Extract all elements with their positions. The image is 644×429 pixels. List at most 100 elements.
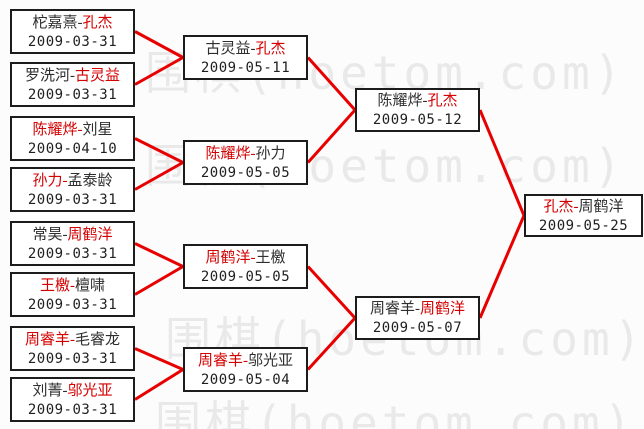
player-name: 孙力	[255, 145, 286, 162]
connector-line	[478, 214, 526, 319]
player-name: 周睿羊	[369, 301, 415, 317]
player-name: 陈耀烨	[205, 145, 251, 162]
name-separator: -	[70, 277, 75, 294]
player-name: 孔杰	[82, 14, 113, 31]
player-name: 周睿羊	[24, 331, 70, 348]
connector-line	[134, 265, 184, 296]
match-players: 孔杰-周鹤洋	[543, 197, 623, 217]
name-separator: -	[243, 352, 248, 369]
match-players: 周睿羊-毛睿龙	[25, 330, 120, 350]
connector-line	[134, 30, 184, 59]
player-name: 孔杰	[427, 93, 458, 109]
match-date: 2009-03-31	[27, 191, 118, 208]
match-players: 陈耀烨-孔杰	[377, 91, 457, 111]
name-separator: -	[250, 249, 256, 266]
player-name: 常昊	[32, 226, 63, 243]
match-date: 2009-03-31	[27, 245, 118, 262]
match-date: 2009-05-04	[200, 371, 291, 388]
connector-line	[134, 56, 184, 86]
player-name: 周鹤洋	[205, 249, 251, 266]
match-date: 2009-03-31	[27, 350, 118, 367]
player-name: 王檄	[255, 249, 286, 266]
connector-line	[134, 368, 184, 401]
name-separator: -	[573, 198, 579, 215]
match-players: 陈耀烨-孙力	[205, 144, 285, 164]
match-players: 柁嘉熹-孔杰	[32, 13, 112, 33]
match-players: 常昊-周鹤洋	[32, 225, 112, 245]
match-date: 2009-03-31	[27, 401, 118, 418]
player-name: 毛睿龙	[75, 331, 121, 348]
connector-line	[306, 56, 357, 112]
player-name: 孔杰	[543, 198, 574, 215]
connector-line	[134, 347, 184, 371]
player-name: 邬光亚	[248, 352, 294, 369]
player-name: 罗洗河	[24, 67, 70, 84]
match-players: 古灵益-孔杰	[205, 39, 285, 59]
player-name: 邬光亚	[67, 382, 113, 399]
player-name: 古灵益	[205, 40, 251, 57]
player-name: 柁嘉熹	[32, 14, 78, 31]
match-players: 周睿羊-邬光亚	[198, 351, 293, 371]
match-date: 2009-05-07	[372, 320, 463, 336]
connector-line	[134, 137, 184, 164]
name-separator: -	[77, 121, 83, 138]
match-players: 王檄-檀啸	[40, 276, 105, 296]
player-name: 刘菁	[32, 382, 63, 399]
connector-line	[306, 265, 357, 320]
watermark-text: 围棋(hoetom.com)	[155, 396, 636, 429]
name-separator: -	[62, 172, 68, 189]
match-players: 罗洗河-古灵益	[25, 66, 120, 86]
player-name: 孙力	[32, 172, 63, 189]
name-separator: -	[422, 93, 428, 109]
player-name: 孔杰	[255, 40, 286, 57]
player-name: 陈耀烨	[32, 121, 78, 138]
name-separator: -	[415, 301, 420, 317]
match-date: 2009-03-31	[27, 86, 118, 103]
player-name: 檀啸	[75, 277, 106, 294]
player-name: 古灵益	[75, 67, 121, 84]
match-date: 2009-05-12	[372, 112, 463, 128]
match-date: 2009-05-11	[200, 59, 291, 76]
name-separator: -	[70, 331, 75, 348]
player-name: 刘星	[82, 121, 113, 138]
match-players: 刘菁-邬光亚	[32, 381, 112, 401]
name-separator: -	[77, 14, 83, 31]
connector-line	[306, 316, 357, 371]
connector-line	[478, 109, 526, 217]
name-separator: -	[250, 40, 256, 57]
player-name: 周睿羊	[197, 352, 243, 369]
name-separator: -	[62, 226, 68, 243]
player-name: 周鹤洋	[67, 226, 113, 243]
match-date: 2009-03-31	[27, 296, 118, 313]
name-separator: -	[250, 145, 256, 162]
connector-line	[134, 242, 184, 268]
match-players: 孙力-孟泰龄	[32, 171, 112, 191]
match-date: 2009-05-05	[200, 164, 291, 181]
connector-line	[134, 161, 184, 191]
player-name: 周鹤洋	[420, 301, 466, 317]
match-date: 2009-03-31	[27, 33, 118, 50]
match-date: 2009-04-10	[27, 140, 118, 157]
player-name: 周鹤洋	[578, 198, 624, 215]
name-separator: -	[62, 382, 68, 399]
match-date: 2009-05-25	[538, 217, 629, 234]
match-box-round1-3: 陈耀烨-刘星 2009-04-10	[10, 116, 135, 161]
match-players: 周睿羊-周鹤洋	[370, 299, 465, 319]
